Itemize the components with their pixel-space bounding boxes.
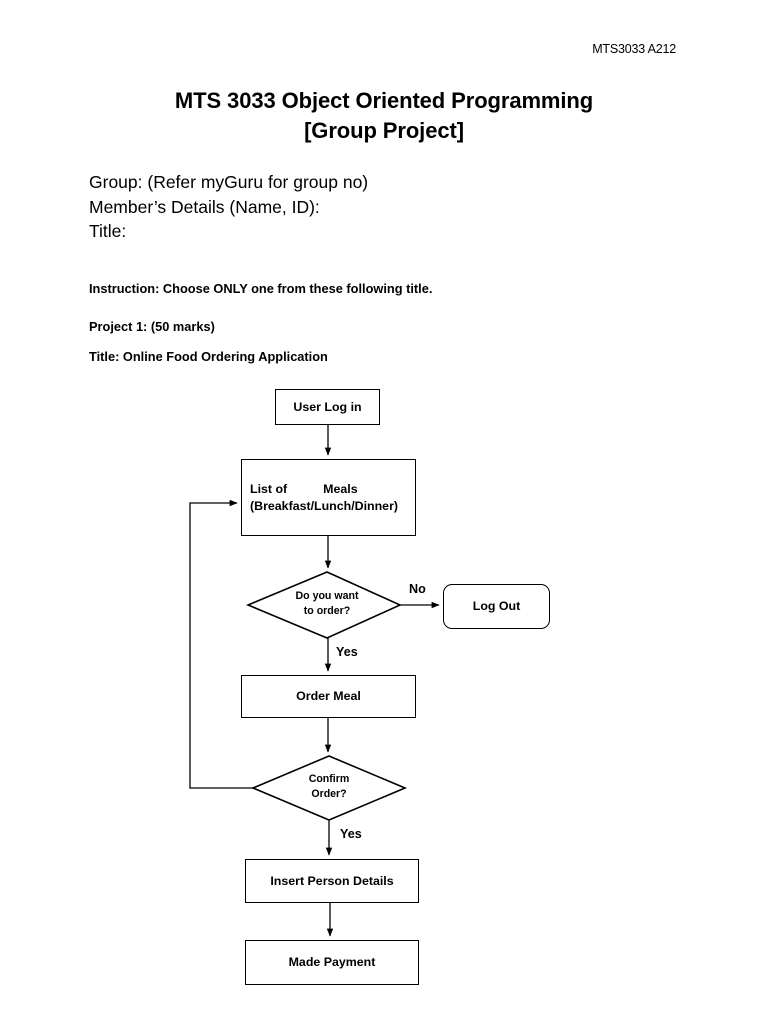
flow-node-meals-text: List of Meals (Breakfast/Lunch/Dinner) xyxy=(250,481,398,515)
decision-confirm-line2: Order? xyxy=(311,788,347,800)
project-label: Project 1: (50 marks) xyxy=(89,319,215,334)
flow-node-decision-confirm-label: Confirm Order? xyxy=(264,772,394,802)
page-title-line-1: MTS 3033 Object Oriented Programming xyxy=(174,88,594,113)
flow-node-made-payment: Made Payment xyxy=(245,940,419,985)
group-line: Group: (Refer myGuru for group no) xyxy=(89,172,369,192)
flow-node-log-out: Log Out xyxy=(443,584,550,629)
document-header-code: MTS3033 A212 xyxy=(592,42,676,56)
members-line: Member’s Details (Name, ID): xyxy=(89,196,320,217)
flow-node-decision-order-label: Do you want to order? xyxy=(262,589,392,619)
edge-label-yes-order: Yes xyxy=(336,645,358,659)
edge-label-no: No xyxy=(409,582,426,596)
flow-node-insert-person-details: Insert Person Details xyxy=(245,859,419,903)
page-title: MTS 3033 Object Oriented Programming [Gr… xyxy=(0,86,768,146)
group-meta-block: Group: (Refer myGuru for group no) Membe… xyxy=(89,170,368,244)
meals-line1-b: Meals xyxy=(323,481,358,496)
flow-node-user-login: User Log in xyxy=(275,389,380,425)
decision-order-shape xyxy=(245,571,402,639)
title-line: Title: xyxy=(89,221,127,241)
instruction-text: Instruction: Choose ONLY one from these … xyxy=(89,281,433,296)
flow-node-meals-list: List of Meals (Breakfast/Lunch/Dinner) xyxy=(241,459,416,536)
meals-line1-a: List of xyxy=(250,481,288,496)
decision-confirm-line1: Confirm xyxy=(308,773,350,785)
flow-node-order-meal: Order Meal xyxy=(241,675,416,718)
decision-order-line2: to order? xyxy=(303,605,351,617)
decision-order-line1: Do you want xyxy=(295,590,359,602)
edge-label-yes-confirm: Yes xyxy=(340,827,362,841)
project-title: Title: Online Food Ordering Application xyxy=(89,349,328,364)
meals-line2: (Breakfast/Lunch/Dinner) xyxy=(250,498,399,513)
page-title-line-2: [Group Project] xyxy=(304,118,464,143)
